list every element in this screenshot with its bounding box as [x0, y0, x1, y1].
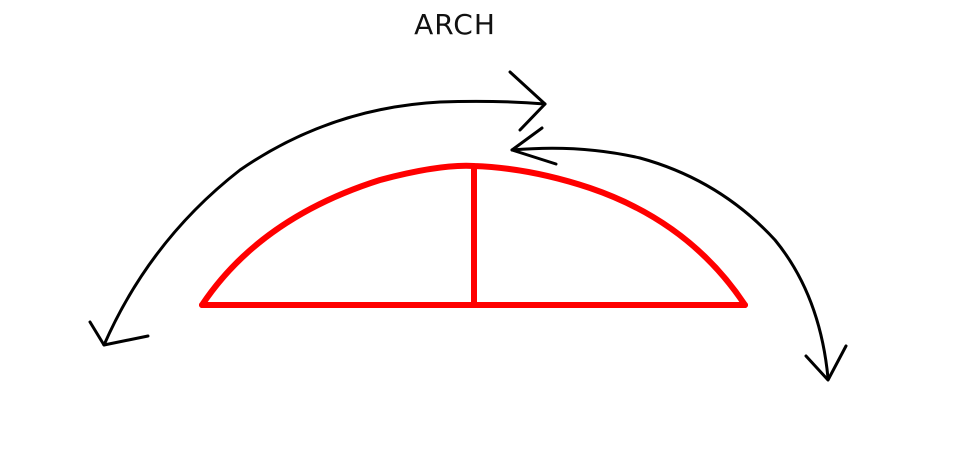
- right-arrow-head-bottom: [804, 344, 848, 382]
- left-arrow-curve: [102, 99, 547, 347]
- right-arrow-head-top: [510, 126, 558, 166]
- left-arrow-head-bottom: [88, 320, 150, 347]
- right-arrow-curve: [510, 146, 830, 380]
- left-arrow-head-top: [508, 70, 547, 132]
- diagram-title: ARCH: [414, 8, 496, 41]
- left-arrow: [88, 70, 547, 347]
- right-arrow: [510, 126, 848, 382]
- arch-shape: [199, 162, 748, 308]
